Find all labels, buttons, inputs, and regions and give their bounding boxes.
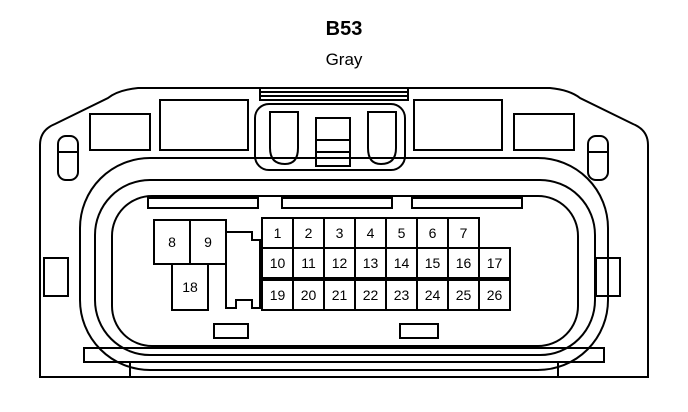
terminal-label-5: 5 [398, 225, 406, 241]
terminal-cell-14 [385, 247, 418, 279]
terminal-label-24: 24 [425, 287, 441, 303]
terminal-label-7: 7 [460, 225, 468, 241]
terminal-label-17: 17 [487, 255, 503, 271]
side-pin-right [587, 135, 609, 181]
seal-inner [94, 179, 596, 356]
terminal-label-25: 25 [456, 287, 472, 303]
terminal-cell-17 [478, 247, 511, 279]
terminal-label-20: 20 [301, 287, 317, 303]
top-slot-left [89, 113, 151, 151]
terminal-label-8: 8 [168, 234, 176, 250]
terminal-label-21: 21 [332, 287, 348, 303]
terminal-cell-5 [385, 217, 418, 249]
terminal-cell-20 [292, 279, 325, 311]
housing-outline [39, 87, 649, 378]
terminal-label-15: 15 [425, 255, 441, 271]
terminal-label-13: 13 [363, 255, 379, 271]
terminal-label-14: 14 [394, 255, 410, 271]
terminal-label-19: 19 [270, 287, 286, 303]
retainer-bar [83, 347, 605, 363]
terminal-face [111, 195, 579, 347]
key-tab-left [213, 323, 249, 339]
side-pin-left [57, 135, 79, 181]
top-window-left [159, 99, 249, 151]
top-window-right [413, 99, 503, 151]
terminal-cell-3 [323, 217, 356, 249]
terminal-label-4: 4 [367, 225, 375, 241]
terminal-label-23: 23 [394, 287, 410, 303]
terminal-label-26: 26 [487, 287, 503, 303]
connector-color: Gray [325, 50, 363, 69]
terminal-cell-21 [323, 279, 356, 311]
seal-outer [79, 157, 609, 371]
terminal-cell-24 [416, 279, 449, 311]
latch-ribs [259, 87, 409, 101]
connector-code: B53 [325, 18, 363, 40]
terminal-cell-4 [354, 217, 387, 249]
terminal-label-12: 12 [332, 255, 348, 271]
terminal-cell-26 [478, 279, 511, 311]
terminal-label-2: 2 [305, 225, 313, 241]
terminal-label-22: 22 [363, 287, 379, 303]
terminal-label-11: 11 [301, 255, 316, 271]
terminal-cell-18 [171, 263, 209, 311]
side-tab-left [43, 257, 69, 297]
lock-clip-right [367, 111, 397, 166]
terminal-cell-13 [354, 247, 387, 279]
terminal-cell-9 [189, 219, 227, 265]
terminal-label-9: 9 [204, 234, 212, 250]
terminal-label-16: 16 [456, 255, 472, 271]
key-tab-right [399, 323, 439, 339]
terminal-label-3: 3 [336, 225, 344, 241]
terminal-shroud [225, 231, 261, 309]
lock-clip-left [269, 111, 299, 166]
terminal-label-10: 10 [270, 255, 286, 271]
terminal-cell-16 [447, 247, 480, 279]
lock-body [254, 103, 406, 171]
top-slot-right [513, 113, 575, 151]
terminal-label-6: 6 [429, 225, 437, 241]
terminal-cell-25 [447, 279, 480, 311]
terminal-cell-23 [385, 279, 418, 311]
terminal-cell-7 [447, 217, 480, 249]
terminal-label-18: 18 [182, 279, 198, 295]
lock-center [315, 117, 351, 167]
terminal-label-1: 1 [274, 225, 282, 241]
